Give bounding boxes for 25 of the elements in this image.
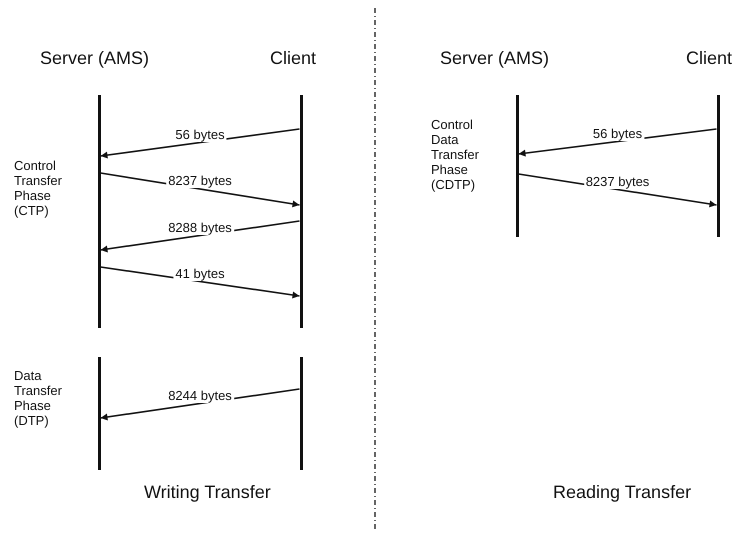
- arrow: [100, 266, 300, 298]
- edge-label: 56 bytes: [590, 126, 644, 140]
- edge-label: 41 bytes: [173, 266, 227, 280]
- participant-label: Server (AMS): [40, 48, 150, 69]
- diagram-caption: Writing Transfer: [144, 482, 271, 503]
- participant-label: Server (AMS): [440, 48, 550, 69]
- arrow: [100, 128, 300, 159]
- lifeline-bar: [516, 95, 518, 237]
- edge-label: 8244 bytes: [166, 388, 234, 402]
- edge-label: 8288 bytes: [166, 220, 234, 234]
- phase-label: Data Transfer Phase (DTP): [14, 368, 63, 428]
- participant-label: Client: [686, 48, 732, 69]
- phase-label: Control Data Transfer Phase (CDTP): [431, 117, 480, 192]
- lifeline-bar: [98, 357, 100, 470]
- lifeline-bar: [300, 357, 302, 470]
- phase-label: Control Transfer Phase (CTP): [14, 158, 63, 218]
- participant-label: Client: [270, 48, 316, 69]
- arrow: [518, 128, 717, 157]
- edge-label: 8237 bytes: [166, 173, 234, 188]
- lifeline-bar: [98, 95, 100, 328]
- lifeline-bar: [716, 95, 720, 237]
- edge-label: 8237 bytes: [584, 174, 652, 188]
- lifeline-bar: [300, 95, 302, 328]
- edge-label: 56 bytes: [173, 126, 227, 142]
- diagram-caption: Reading Transfer: [553, 482, 692, 503]
